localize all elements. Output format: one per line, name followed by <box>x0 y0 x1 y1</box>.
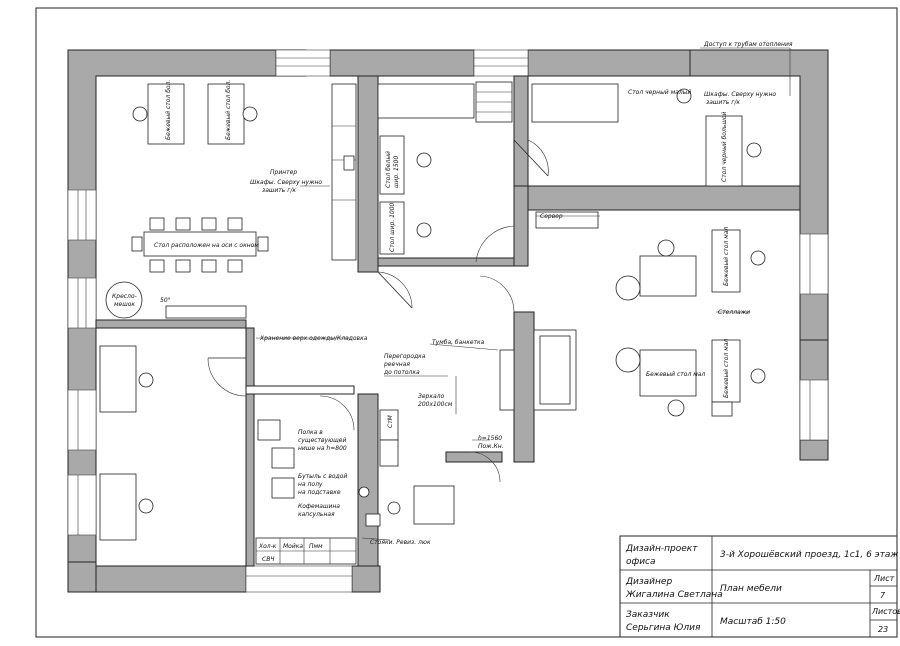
tb-address: 3-й Хорошёвский проезд, 1с1, 6 этаж <box>720 550 899 560</box>
furniture <box>99 81 766 565</box>
label-coffee-b: капсульная <box>298 511 335 518</box>
label-table-window: Стол расположен на оси с окном <box>154 242 259 249</box>
label-table-beige-2: Бежевый стол бол. <box>225 80 232 140</box>
label-table-beige-small-1: Бежевый стол мал <box>723 227 730 286</box>
plan-labels: Доступ к трубам отопления Стол черный ма… <box>112 41 793 563</box>
doors <box>207 139 549 483</box>
label-water-c: на подставке <box>298 489 341 496</box>
label-microwave: СВЧ <box>262 556 274 563</box>
label-mirror-a: Зеркало <box>418 393 444 400</box>
tb-sheet-title: План мебели <box>720 584 782 594</box>
tb-designer-name: Жигалина Светлана <box>625 590 723 600</box>
label-printer: Принтер <box>270 169 297 176</box>
label-water-b: на полу <box>298 481 323 488</box>
label-cabinets-top-a: Шкафы. Сверху нужно <box>704 91 776 98</box>
tb-project-label-b: офиса <box>626 557 656 567</box>
tb-sheets-num: 23 <box>878 625 888 634</box>
interior-walls <box>95 75 801 567</box>
label-partition-c: до потолка <box>383 369 420 376</box>
label-fire-a: h=1560 <box>478 435 502 442</box>
sheet-border <box>35 7 898 638</box>
tb-sheet-label: Лист <box>873 574 895 583</box>
label-chair-bag-b: мешок <box>114 301 135 308</box>
label-table-beige-small-3: Бежевый стол мал <box>723 339 730 398</box>
label-storage: Хранение верх.одежды/Кладовка <box>259 335 368 342</box>
label-chair-bag-a: Кресло- <box>112 293 137 300</box>
label-shelf-b: существующей <box>298 437 346 444</box>
label-server: Сервер <box>540 213 563 220</box>
label-shelf-a: Полка в <box>298 429 323 436</box>
tb-client-label: Заказчик <box>626 610 670 620</box>
label-cabinets-left-a: Шкафы. Сверху нужно <box>250 179 322 186</box>
leader-lines <box>256 47 791 541</box>
label-fridge: Хол-к <box>258 543 277 550</box>
label-partition-b: реечная <box>383 361 410 368</box>
label-angle: 50° <box>160 297 171 304</box>
tb-client-name: Серьгина Юлия <box>626 623 701 633</box>
label-rack: Стеллажи <box>718 309 750 316</box>
label-table-beige-1: Бежевый стол бол. <box>165 80 172 140</box>
label-table-black-small: Стол черный малый <box>628 89 691 96</box>
tb-scale: Масштаб 1:50 <box>720 617 786 627</box>
tb-project-label-a: Дизайн-проект <box>625 544 698 554</box>
label-fire-b: Пож.Кн. <box>478 443 504 450</box>
label-table-black-big: Стол черный большой <box>721 111 728 182</box>
tb-designer-label: Дизайнер <box>625 577 672 587</box>
label-washer: СтМ <box>387 414 394 428</box>
label-pipes: Стояки. Ревиз. люк <box>370 539 431 546</box>
label-table-white-b: шир. 1500 <box>393 156 400 188</box>
label-cabinet-bench: Тумба, банкетка <box>432 339 485 346</box>
label-cabinets-top-b: зашить г/к <box>706 99 740 106</box>
label-water-a: Бутыль с водой <box>298 473 347 480</box>
chairs-top <box>131 217 269 273</box>
label-coffee-a: Кофемашина <box>298 503 340 510</box>
tb-sheet-num: 7 <box>880 591 886 600</box>
label-heating-access: Доступ к трубам отопления <box>703 41 793 48</box>
label-shelf-c: нише на h=800 <box>298 445 347 452</box>
label-mirror-b: 200х100см <box>418 401 453 408</box>
tb-sheets-label: Листов <box>871 607 900 616</box>
label-dishwasher: Пмм <box>309 543 323 550</box>
label-table-white-a: Стол белый <box>385 151 392 188</box>
label-sink: Мойка <box>283 543 303 550</box>
windows <box>67 49 829 593</box>
label-partition-a: Перегородка <box>384 353 426 360</box>
label-table-1000: Стол шир. 1000 <box>389 202 396 252</box>
label-cabinets-left-b: зашить г/к <box>262 187 296 194</box>
label-table-beige-small-2: Бежевый стол мал <box>646 371 705 378</box>
title-block: Дизайн-проект офиса 3-й Хорошёвский прое… <box>619 535 900 638</box>
